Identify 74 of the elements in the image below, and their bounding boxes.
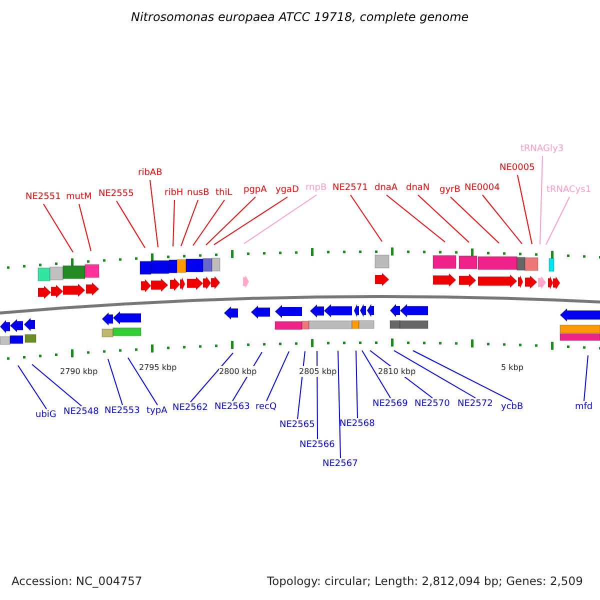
gene-label: pgpA [244, 185, 267, 196]
gene-label: tRNACys1 [546, 185, 592, 196]
leader-line [244, 194, 317, 244]
leader-line [584, 354, 588, 402]
leader-line [108, 358, 123, 406]
scale-label: 2790 kbp [60, 366, 98, 377]
leader-line [450, 196, 500, 244]
leader-line [32, 364, 82, 406]
scale-label: 2805 kbp [299, 366, 337, 377]
leader-line [206, 196, 256, 246]
leader-line [350, 194, 382, 242]
leader-line [266, 350, 290, 402]
gene-label: nusB [187, 188, 210, 199]
gene-label: NE2569 [372, 399, 408, 410]
leader-line [150, 180, 158, 248]
gene-label: NE0005 [500, 163, 535, 174]
gene-label: NE2562 [172, 403, 208, 414]
gene-label: ygaD [276, 185, 299, 196]
gene-label: NE2548 [64, 407, 99, 418]
gene-label: ycbB [501, 402, 524, 413]
gene-label: gyrB [440, 185, 460, 196]
gene-label: mutM [66, 192, 92, 203]
leader-line [394, 350, 476, 398]
gene-label: dnaN [406, 183, 430, 194]
gene-label: NE2571 [332, 183, 368, 194]
gene-label: thiL [216, 188, 232, 199]
gene-label: dnaA [374, 183, 398, 194]
scale-label: 2810 kbp [378, 366, 416, 377]
leader-line [18, 364, 47, 410]
leader-line [412, 350, 512, 402]
leader-line [517, 174, 532, 245]
gene-label: NE2565 [280, 420, 315, 431]
gene-label: NE2563 [214, 402, 250, 413]
gene-label: NE2551 [26, 192, 61, 203]
leader-line [316, 350, 318, 440]
title: Nitrosomonas europaea ATCC 19718, complete genome [131, 12, 469, 23]
leader-line [43, 204, 74, 253]
leader-line [418, 194, 470, 243]
leader-line [190, 352, 234, 402]
leader-line [180, 200, 198, 247]
gene-label: rnpB [306, 183, 327, 194]
gene-label: NE2568 [340, 419, 375, 430]
leader-line [356, 350, 358, 418]
gene-label: NE2553 [104, 406, 140, 417]
scale-label: 2800 kbp [219, 366, 257, 377]
leader-line [546, 196, 570, 246]
leader-line [386, 194, 446, 242]
genome-summary-text: Topology: circular; Length: 2,812,094 bp; Genes: 2,509 [267, 576, 583, 587]
leader-line [362, 350, 391, 398]
leader-line [192, 200, 225, 246]
scale-label: 2795 kbp [139, 362, 177, 373]
gene-label: mfd [575, 402, 593, 413]
gene-label: NE2567 [322, 459, 358, 470]
gene-label: ubiG [36, 410, 56, 421]
leader-line [482, 194, 522, 244]
gene-label: ribH [164, 188, 184, 199]
leader-line [214, 196, 288, 246]
accession-text: Accession: NC_004757 [12, 576, 142, 587]
gene-label: NE2566 [300, 440, 335, 451]
leader-line [128, 357, 158, 406]
scale-label: 5 kbp [501, 362, 524, 373]
gene-label: ribAB [138, 168, 162, 179]
leader-line [78, 204, 92, 252]
gene-label: recQ [256, 402, 277, 413]
leader-line [540, 156, 543, 245]
gene-label: typA [146, 406, 168, 417]
gene-label: NE2570 [414, 399, 450, 410]
leader-line [116, 200, 146, 248]
leader-line [338, 350, 341, 458]
leader-line [172, 200, 175, 247]
gene-label: NE2555 [98, 189, 134, 200]
gene-label: tRNAGly3 [520, 144, 564, 155]
gene-label: NE2572 [458, 399, 493, 410]
gene-label: NE0004 [464, 183, 500, 194]
